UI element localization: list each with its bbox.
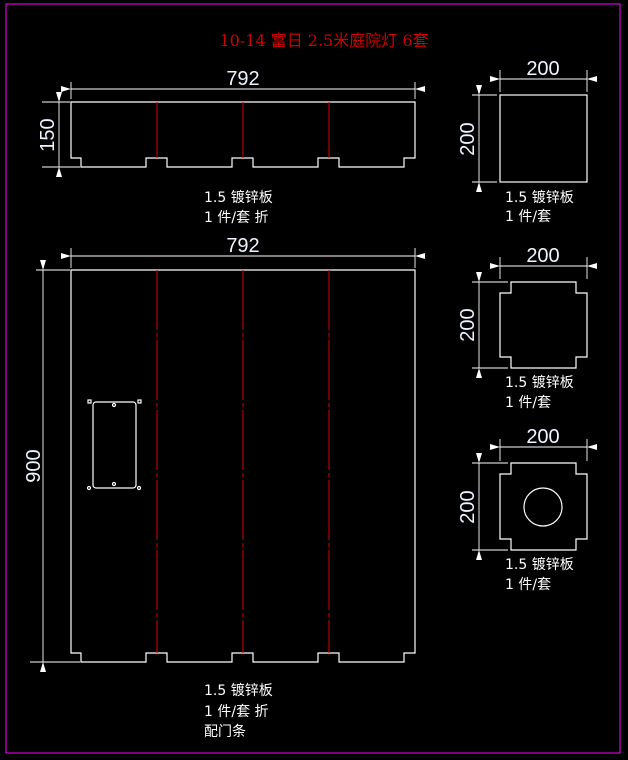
dimension-label: 200 xyxy=(526,245,559,267)
drawing-frame xyxy=(5,3,621,754)
material-note: 1.5 镀锌板 xyxy=(204,189,273,206)
material-note: 1.5 镀锌板 xyxy=(505,374,574,391)
dimension-label: 900 xyxy=(23,449,45,482)
dimension-label: 150 xyxy=(37,118,59,151)
dimension-label: 792 xyxy=(226,235,259,257)
dimension-label: 200 xyxy=(457,308,479,341)
dimension-width: 792 xyxy=(61,235,425,268)
door-opening xyxy=(92,401,137,489)
material-note: 1.5 镀锌板 xyxy=(505,556,574,573)
remark-note: 配门条 xyxy=(204,723,246,740)
square-plate-part: 200 200 1.5 镀锌板 1 件/套 xyxy=(457,58,597,225)
top-strip-part: 792 150 1.5 镀锌板 1 件/套 折 xyxy=(37,68,425,226)
notched-plate-outline xyxy=(499,281,588,369)
center-hole xyxy=(523,487,563,527)
dimension-height: 900 xyxy=(23,260,80,672)
dimension-height: 150 xyxy=(37,92,80,177)
door-cutout xyxy=(86,399,142,491)
dimension-label: 200 xyxy=(526,426,559,448)
main-panel-outline xyxy=(70,269,416,663)
dimension-label: 200 xyxy=(457,490,479,523)
main-panel-part: 792 900 1.5 镀锌板 1 件/套 折 配门条 xyxy=(23,235,425,740)
material-note: 1.5 镀锌板 xyxy=(204,682,273,699)
quantity-note: 1 件/套 xyxy=(505,395,551,411)
quantity-note: 1 件/套 xyxy=(505,577,551,593)
notched-plate-hole-part: 200 200 1.5 镀锌板 1 件/套 xyxy=(457,426,597,593)
quantity-note: 1 件/套 折 xyxy=(204,704,269,720)
square-plate-outline xyxy=(499,94,588,183)
top-strip-outline xyxy=(70,101,416,168)
notched-plate-part: 200 200 1.5 镀锌板 1 件/套 xyxy=(457,245,597,411)
dimension-label: 200 xyxy=(526,58,559,80)
quantity-note: 1 件/套 xyxy=(505,209,551,225)
material-note: 1.5 镀锌板 xyxy=(505,189,574,206)
quantity-note: 1 件/套 折 xyxy=(204,210,269,226)
dimension-label: 200 xyxy=(457,122,479,155)
dimension-label: 792 xyxy=(226,68,259,90)
drawing-title: 10-14 富日 2.5米庭院灯 6套 xyxy=(219,31,428,50)
dimension-width: 792 xyxy=(61,68,425,99)
notched-plate-hole-outline xyxy=(499,462,588,551)
